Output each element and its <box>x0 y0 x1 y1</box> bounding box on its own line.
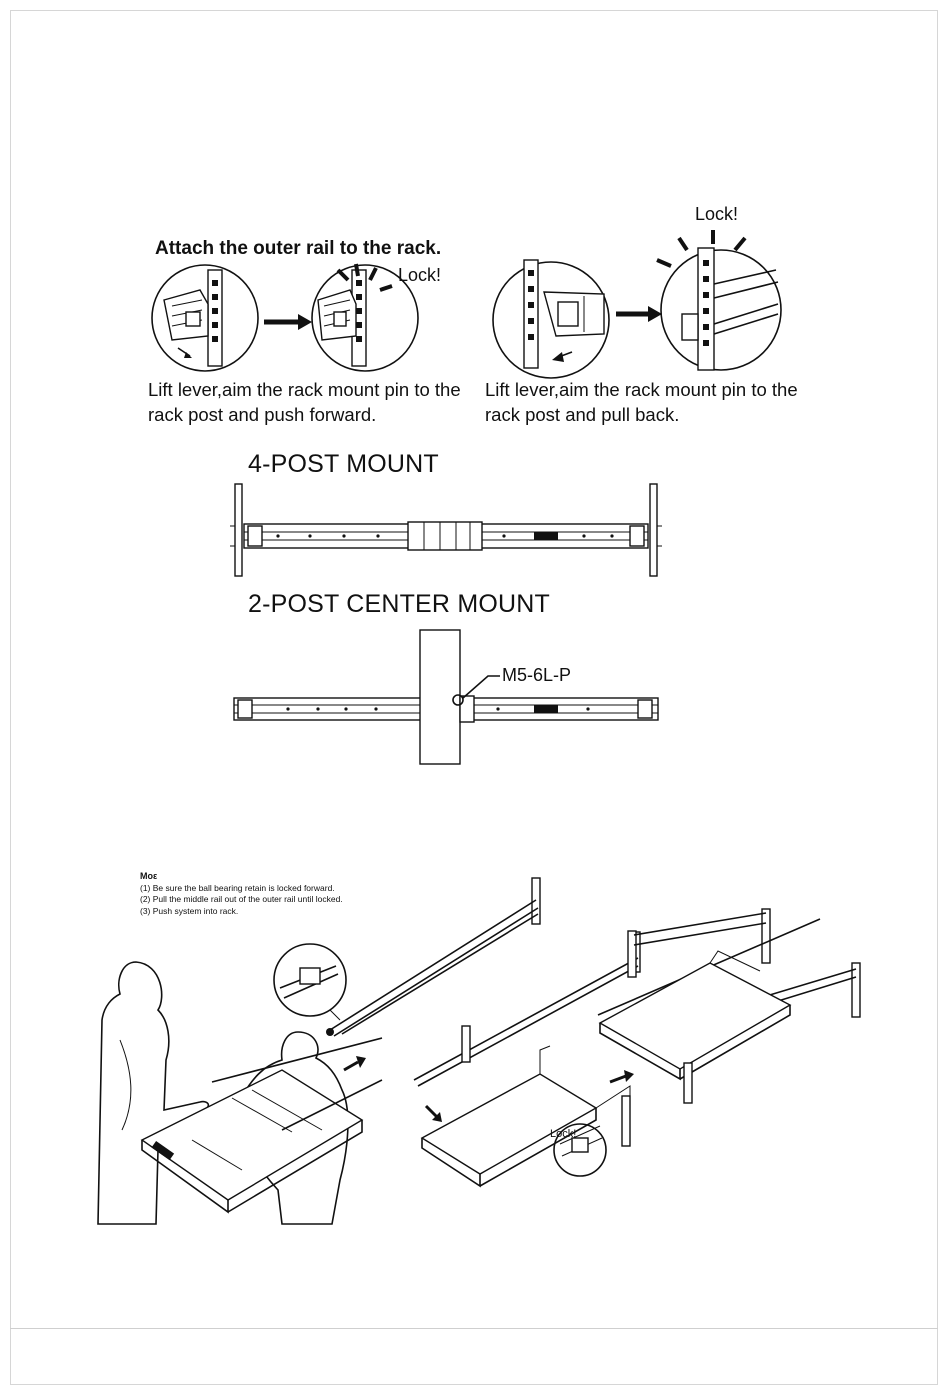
people-carrying-illustration <box>97 961 383 1225</box>
install-step-3: (3) Push system into rack. <box>140 906 239 916</box>
page-border <box>10 10 938 1385</box>
attach-heading: Attach the outer rail to the rack. <box>155 238 442 259</box>
four-post-rail-diagram <box>230 483 662 577</box>
caption-left: Lift lever,aim the rack mount pin to the… <box>148 379 461 425</box>
rails-illustration <box>273 877 541 1037</box>
caption-right: Lift lever,aim the rack mount pin to the… <box>485 379 798 425</box>
install-step-1: (1) Be sure the ball bearing retain is l… <box>140 883 335 893</box>
install-arrows <box>343 1056 634 1122</box>
two-post-rail-diagram <box>233 629 659 765</box>
footer-box <box>10 1328 938 1377</box>
four-post-title: 4-POST MOUNT <box>248 450 439 478</box>
install-lock-label: Lock! <box>550 1128 577 1140</box>
lock-rays-right <box>656 230 747 268</box>
two-post-title: 2-POST CENTER MOUNT <box>248 590 550 618</box>
right-rack-illustration <box>597 908 861 1104</box>
attach-left-illustration <box>151 264 419 372</box>
lock-label-left: Lock! <box>398 265 442 285</box>
lock-label-right: Lock! <box>695 204 739 224</box>
pin-label: M5-6L-P <box>502 665 572 685</box>
middle-rack-illustration <box>413 931 641 1188</box>
install-note-title: Moε <box>140 871 158 881</box>
attach-right-illustration <box>492 247 782 379</box>
install-step-2: (2) Pull the middle rail out of the oute… <box>140 894 343 904</box>
lock-rays-left <box>336 263 393 292</box>
